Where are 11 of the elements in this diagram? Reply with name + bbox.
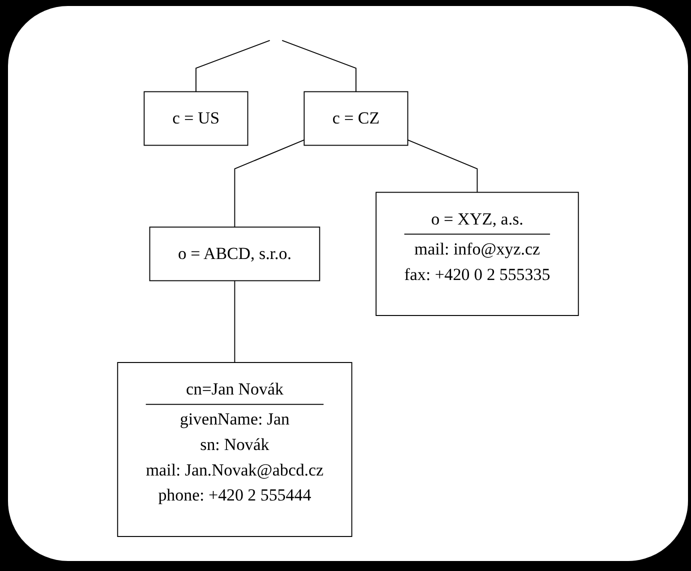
connector — [196, 39, 270, 92]
connector — [234, 280, 236, 362]
connector — [234, 139, 305, 228]
node-box — [149, 226, 320, 281]
connector — [407, 139, 478, 192]
node-box — [117, 362, 352, 536]
directory-tree-drawing: c = US c = CZ o = ABCD, s.r.o. o = XYZ, a.s. mail: info@xyz.cz fax: +420 0 2 555335 cn=Jan Novák givenName: Jan sn: Novák mail: Jan.Novak@abcd.cz phone: +420 2 555444 — [38, 24, 658, 544]
node-box — [304, 90, 408, 146]
node-box — [144, 90, 248, 146]
connector — [282, 39, 356, 92]
node-box — [376, 191, 579, 316]
